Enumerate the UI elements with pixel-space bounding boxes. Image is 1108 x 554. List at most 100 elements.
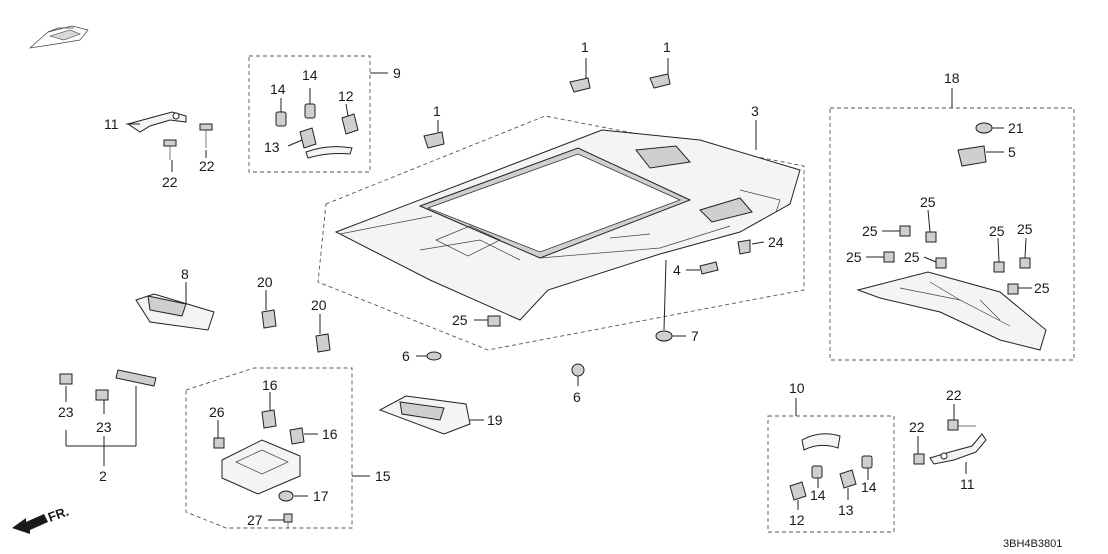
label-2: 2	[99, 468, 107, 484]
label-21: 21	[1008, 120, 1024, 136]
label-6: 6	[573, 389, 581, 405]
label-25: 25	[904, 249, 920, 265]
label-25: 25	[862, 223, 878, 239]
cover-13b	[839, 469, 857, 489]
assist-grip-cover-12	[341, 113, 359, 135]
label-25: 25	[989, 223, 1005, 239]
label-13: 13	[264, 139, 280, 155]
label-19: 19	[487, 412, 503, 428]
screw-26	[213, 437, 225, 449]
label-22: 22	[162, 174, 178, 190]
screw-27	[283, 513, 293, 528]
label-22: 22	[909, 419, 925, 435]
label-12: 12	[789, 512, 805, 528]
label-5: 5	[1008, 144, 1016, 160]
grip-handle-10	[801, 433, 841, 451]
label-17: 17	[313, 488, 329, 504]
holder-20b	[315, 333, 331, 353]
label-9: 9	[393, 65, 401, 81]
group-box-10	[767, 415, 895, 533]
screw-22d	[947, 419, 976, 431]
label-12: 12	[338, 88, 354, 104]
clip-14c	[811, 465, 823, 479]
grommet-7	[655, 330, 673, 342]
label-26: 26	[209, 404, 225, 420]
cover-12b	[789, 481, 807, 501]
sunvisor-19	[378, 395, 471, 435]
label-14: 14	[270, 81, 286, 97]
socket-16b	[289, 427, 305, 445]
grommet-6b	[571, 363, 585, 377]
label-25: 25	[846, 249, 862, 265]
screw-22c	[913, 453, 925, 465]
assist-grip-clip-14a	[275, 111, 287, 127]
label-25: 25	[1034, 280, 1050, 296]
bracket-11-lower	[929, 433, 987, 465]
label-10: 10	[789, 380, 805, 396]
front-direction-arrow-icon	[12, 514, 48, 534]
label-14: 14	[861, 479, 877, 495]
assist-grip-clip-14b	[304, 103, 316, 119]
screw-22b	[199, 123, 213, 148]
lamp-5	[957, 145, 987, 167]
light-1b	[649, 73, 671, 89]
label-23: 23	[58, 404, 74, 420]
label-7: 7	[691, 328, 699, 344]
grommet-6a	[426, 351, 442, 361]
group-box-9	[248, 55, 371, 173]
screw-22a	[163, 139, 177, 160]
label-1: 1	[663, 39, 671, 55]
light-1c	[423, 131, 445, 149]
bulb-23a	[59, 373, 73, 385]
label-20: 20	[311, 297, 327, 313]
grommet-17	[278, 490, 294, 502]
label-14: 14	[810, 487, 826, 503]
bulb-23b	[95, 389, 109, 401]
label-16: 16	[262, 377, 278, 393]
label-1: 1	[433, 103, 441, 119]
lens-2	[115, 369, 157, 387]
label-11: 11	[104, 116, 119, 132]
label-24: 24	[768, 234, 784, 250]
label-22: 22	[946, 387, 962, 403]
light-1a	[569, 77, 591, 93]
label-27: 27	[247, 512, 263, 528]
rear-trim-panel	[856, 271, 1047, 351]
dome-light-housing	[221, 439, 301, 495]
label-13: 13	[838, 502, 854, 518]
label-1: 1	[581, 39, 589, 55]
clip-21	[975, 122, 993, 134]
label-11: 11	[960, 476, 975, 492]
label-14: 14	[302, 67, 318, 83]
clip-14d	[861, 455, 873, 469]
headliner-3	[334, 129, 801, 321]
vehicle-locator-icon	[28, 25, 89, 49]
front-label: FR.	[46, 504, 71, 525]
bracket-11-upper	[126, 111, 187, 133]
callout-labels: 1 1 1 2 3 4 5 6 6 7 8 9 10 11 11 12 12 1…	[58, 39, 1050, 528]
label-20: 20	[257, 274, 273, 290]
clip-25-group	[883, 225, 1031, 295]
figure-code: 3BH4B3801	[1003, 538, 1062, 550]
assist-grip-cover-13	[299, 127, 317, 149]
label-16: 16	[322, 426, 338, 442]
label-22: 22	[199, 158, 215, 174]
label-25: 25	[452, 312, 468, 328]
sunvisor-8	[135, 293, 215, 331]
label-25: 25	[1017, 221, 1033, 237]
clip-25-main	[487, 315, 501, 327]
group-box-15	[185, 367, 353, 529]
label-25: 25	[920, 194, 936, 210]
label-4: 4	[673, 262, 681, 278]
holder-20a	[261, 309, 277, 329]
assist-grip-handle	[305, 146, 353, 159]
label-23: 23	[96, 419, 112, 435]
label-3: 3	[751, 103, 759, 119]
label-8: 8	[181, 266, 189, 282]
label-15: 15	[375, 468, 391, 484]
socket-16a	[261, 409, 277, 429]
label-18: 18	[944, 70, 960, 86]
label-6: 6	[402, 348, 410, 364]
